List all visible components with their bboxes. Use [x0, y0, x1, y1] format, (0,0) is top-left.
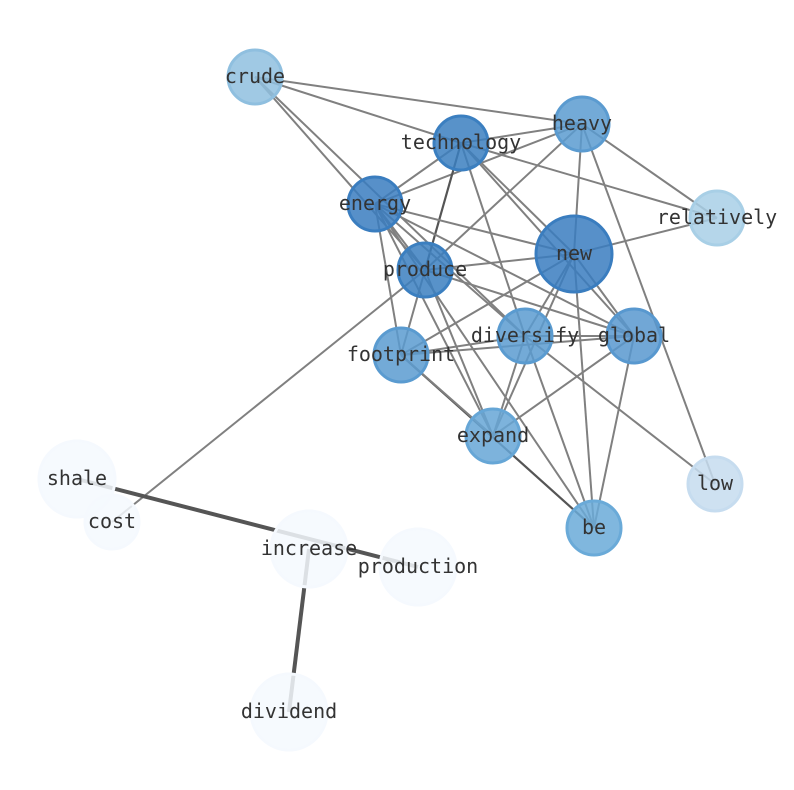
edge-produce-global: [424, 269, 635, 337]
edge-produce-cost: [111, 269, 426, 523]
node-circle[interactable]: [688, 189, 746, 247]
node-label: dividend: [241, 699, 337, 723]
node-circle[interactable]: [565, 499, 623, 557]
node-circle[interactable]: [372, 326, 430, 384]
node-label: diversify: [471, 323, 579, 347]
node-circle[interactable]: [686, 455, 744, 513]
node-label: expand: [457, 423, 529, 447]
node-label: increase: [261, 536, 357, 560]
node-label: new: [556, 241, 593, 265]
node-circle[interactable]: [496, 307, 554, 365]
edge-energy-expand: [374, 203, 494, 437]
node-label: global: [598, 323, 670, 347]
edge-global-be: [593, 335, 635, 529]
node-label: cost: [88, 509, 136, 533]
node-new[interactable]: new: [534, 214, 614, 294]
node-label: crude: [225, 64, 285, 88]
node-circle[interactable]: [83, 493, 141, 551]
node-label: relatively: [657, 205, 777, 229]
node-production[interactable]: production: [358, 527, 478, 607]
node-label: be: [582, 515, 606, 539]
node-shale[interactable]: shale: [37, 439, 117, 519]
edge-produce-expand: [424, 269, 494, 437]
node-label: technology: [401, 130, 521, 154]
edge-technology-diversify: [460, 142, 526, 337]
edge-diversify-low: [524, 335, 716, 485]
node-technology[interactable]: technology: [401, 114, 521, 172]
node-label: low: [697, 471, 734, 495]
edge-crude-heavy: [254, 76, 583, 125]
edges: [76, 76, 718, 713]
node-produce[interactable]: produce: [383, 241, 467, 299]
node-label: production: [358, 554, 478, 578]
node-circle[interactable]: [534, 214, 614, 294]
nodes: crude heavy technology energy relatively new p…: [37, 48, 777, 752]
node-label: energy: [339, 191, 411, 215]
node-label: produce: [383, 257, 467, 281]
node-circle[interactable]: [553, 95, 611, 153]
edge-heavy-produce: [424, 123, 583, 271]
node-circle[interactable]: [396, 241, 454, 299]
node-footprint[interactable]: footprint: [347, 326, 455, 384]
node-cost[interactable]: cost: [83, 493, 141, 551]
node-circle[interactable]: [432, 114, 490, 172]
node-circle[interactable]: [249, 672, 329, 752]
edge-energy-global: [374, 203, 635, 337]
node-be[interactable]: be: [565, 499, 623, 557]
node-low[interactable]: low: [686, 455, 744, 513]
edge-new-be: [573, 253, 595, 529]
node-heavy[interactable]: heavy: [552, 95, 612, 153]
node-crude[interactable]: crude: [225, 48, 285, 106]
node-expand[interactable]: expand: [457, 407, 529, 465]
node-label: footprint: [347, 342, 455, 366]
node-diversify[interactable]: diversify: [471, 307, 579, 365]
edge-shale-production: [76, 477, 419, 569]
node-dividend[interactable]: dividend: [241, 672, 337, 752]
node-label: heavy: [552, 111, 612, 135]
node-circle[interactable]: [269, 509, 349, 589]
node-label: shale: [47, 466, 107, 490]
node-circle[interactable]: [605, 307, 663, 365]
node-circle[interactable]: [378, 527, 458, 607]
node-circle[interactable]: [37, 439, 117, 519]
edge-diversify-be: [524, 335, 595, 529]
edge-heavy-low: [581, 123, 716, 485]
node-energy[interactable]: energy: [339, 175, 411, 233]
edge-crude-technology: [254, 76, 462, 144]
node-relatively[interactable]: relatively: [657, 189, 777, 247]
edge-global-expand: [492, 335, 635, 437]
node-increase[interactable]: increase: [261, 509, 357, 589]
node-global[interactable]: global: [598, 307, 670, 365]
node-circle[interactable]: [346, 175, 404, 233]
edge-technology-relatively: [460, 142, 718, 219]
node-circle[interactable]: [464, 407, 522, 465]
node-circle[interactable]: [226, 48, 284, 106]
